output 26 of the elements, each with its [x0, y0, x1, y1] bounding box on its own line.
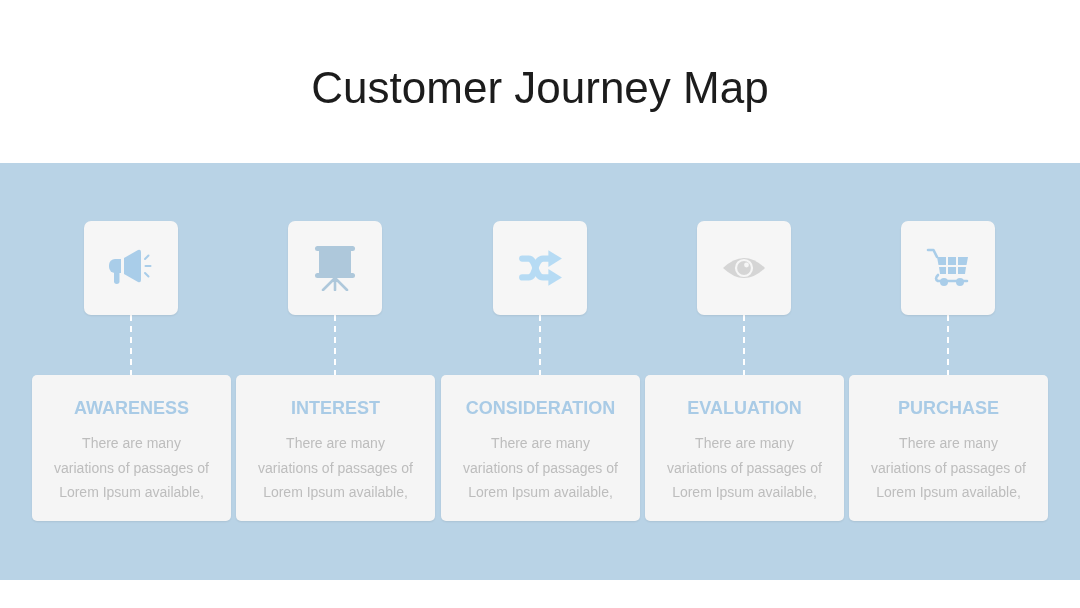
stage-card [441, 375, 640, 521]
stage-card [236, 375, 435, 521]
dashed-connector [334, 314, 336, 376]
dashed-connector [539, 314, 541, 376]
stage-heading: CONSIDERATION [465, 397, 616, 419]
dashed-connector [947, 314, 949, 376]
stage-description: There are many variations of passages of Lorem Ipsum available, [870, 434, 1027, 502]
dashed-connector [743, 314, 745, 376]
dashed-connector [130, 314, 132, 376]
stage-description: There are many variations of passages of Lorem Ipsum available, [462, 434, 619, 502]
icon-tile [493, 221, 587, 315]
icon-tile [288, 221, 382, 315]
stage-heading: INTEREST [291, 397, 380, 419]
stage-card [849, 375, 1048, 521]
title: Customer Journey Map [310, 62, 770, 114]
stage-description: There are many variations of passages of Lorem Ipsum available, [666, 434, 823, 502]
stage-card [645, 375, 844, 521]
stage-description: There are many variations of passages of Lorem Ipsum available, [53, 434, 210, 502]
stage-description: There are many variations of passages of Lorem Ipsum available, [257, 434, 414, 502]
icon-tile [84, 221, 178, 315]
icon-tile [697, 221, 791, 315]
icon-tile [901, 221, 995, 315]
stage-heading: AWARENESS [74, 397, 189, 419]
stage-heading: PURCHASE [898, 397, 999, 419]
stage-heading: EVALUATION [687, 397, 802, 419]
stage-card [32, 375, 231, 521]
